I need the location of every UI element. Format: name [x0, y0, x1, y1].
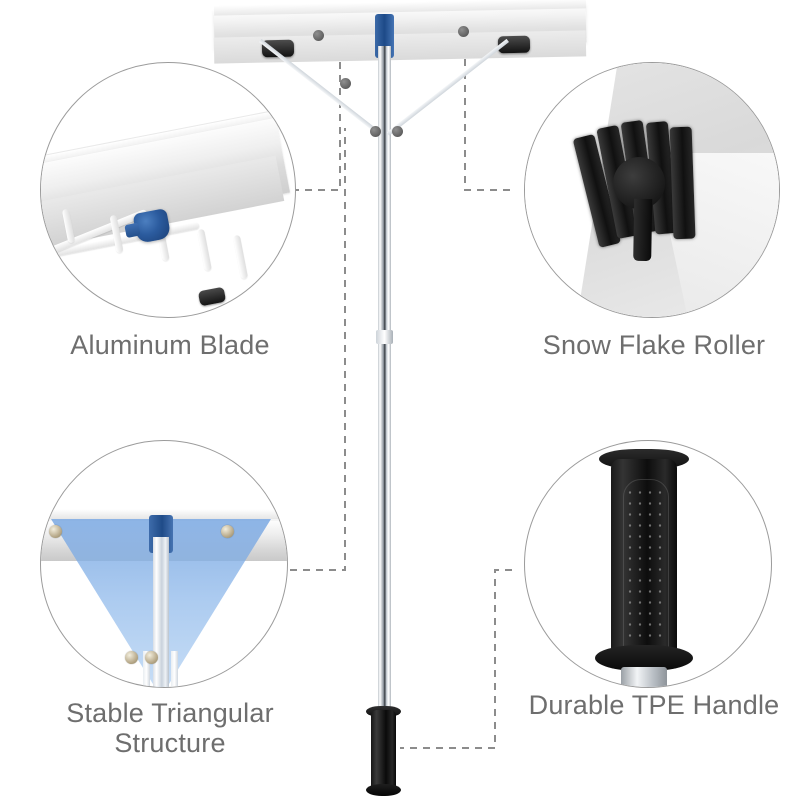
- roller-shaft: [633, 198, 653, 262]
- callout-label-tpe-handle: Durable TPE Handle: [528, 690, 780, 720]
- roller-wheel: [572, 116, 702, 262]
- leader-line-snow-flake-roller: [464, 50, 510, 191]
- callout-circle-snow-flake-roller: [524, 62, 780, 318]
- callout-circle-tpe-handle: [524, 440, 772, 688]
- triangular-bolt-lower-left: [125, 651, 138, 664]
- pole-telescoping-joint: [376, 330, 393, 344]
- callout-circle-aluminum-blade: [40, 62, 296, 318]
- strut-node-mid-left: [340, 78, 351, 89]
- image-snow-flake-roller: [525, 63, 779, 317]
- blade-end-cap-right: [197, 286, 227, 307]
- strut-node-right: [392, 126, 403, 137]
- tpe-handle: [371, 710, 396, 792]
- leader-line-tpe-handle: [400, 569, 512, 749]
- callout-snow-flake-roller: Snow Flake Roller: [524, 62, 784, 362]
- tpe-grip-texture: [625, 487, 665, 645]
- triangular-blade-bar-top: [41, 509, 287, 520]
- callout-label-snow-flake-roller: Snow Flake Roller: [542, 330, 766, 360]
- leader-line-aluminum-blade: [292, 48, 341, 191]
- tpe-handle-bottom-cap: [366, 784, 401, 796]
- triangular-bolt-left: [49, 525, 62, 538]
- leader-line-triangular-structure: [290, 128, 346, 571]
- strut-node-left: [370, 126, 381, 137]
- image-stable-triangular-structure: [41, 441, 287, 687]
- image-durable-tpe-handle: [525, 441, 771, 687]
- callout-circle-triangular-structure: [40, 440, 288, 688]
- strut-node-blade-right: [458, 26, 469, 37]
- blade-tine-5: [232, 234, 249, 280]
- image-aluminum-blade: [41, 63, 295, 317]
- callout-durable-tpe-handle: Durable TPE Handle: [524, 440, 784, 760]
- callout-label-triangular-structure: Stable Triangular Structure: [66, 698, 274, 759]
- triangular-leg-right: [171, 651, 178, 687]
- strut-node-blade-left: [313, 30, 324, 41]
- roller-fin-5: [669, 126, 696, 240]
- callout-label-aluminum-blade: Aluminum Blade: [70, 330, 270, 360]
- triangular-leg-left: [143, 651, 150, 687]
- triangular-bolt-lower-right: [145, 651, 158, 664]
- tpe-grip-bottom-flange: [595, 645, 693, 671]
- triangular-bolt-right: [221, 525, 234, 538]
- callout-aluminum-blade: Aluminum Blade: [40, 62, 300, 362]
- tpe-grip-metal-ferrule: [621, 667, 667, 687]
- triangular-pole: [153, 537, 169, 687]
- callout-stable-triangular-structure: Stable Triangular Structure: [40, 440, 300, 770]
- telescoping-pole: [378, 46, 391, 746]
- blade-tine-4: [197, 228, 212, 272]
